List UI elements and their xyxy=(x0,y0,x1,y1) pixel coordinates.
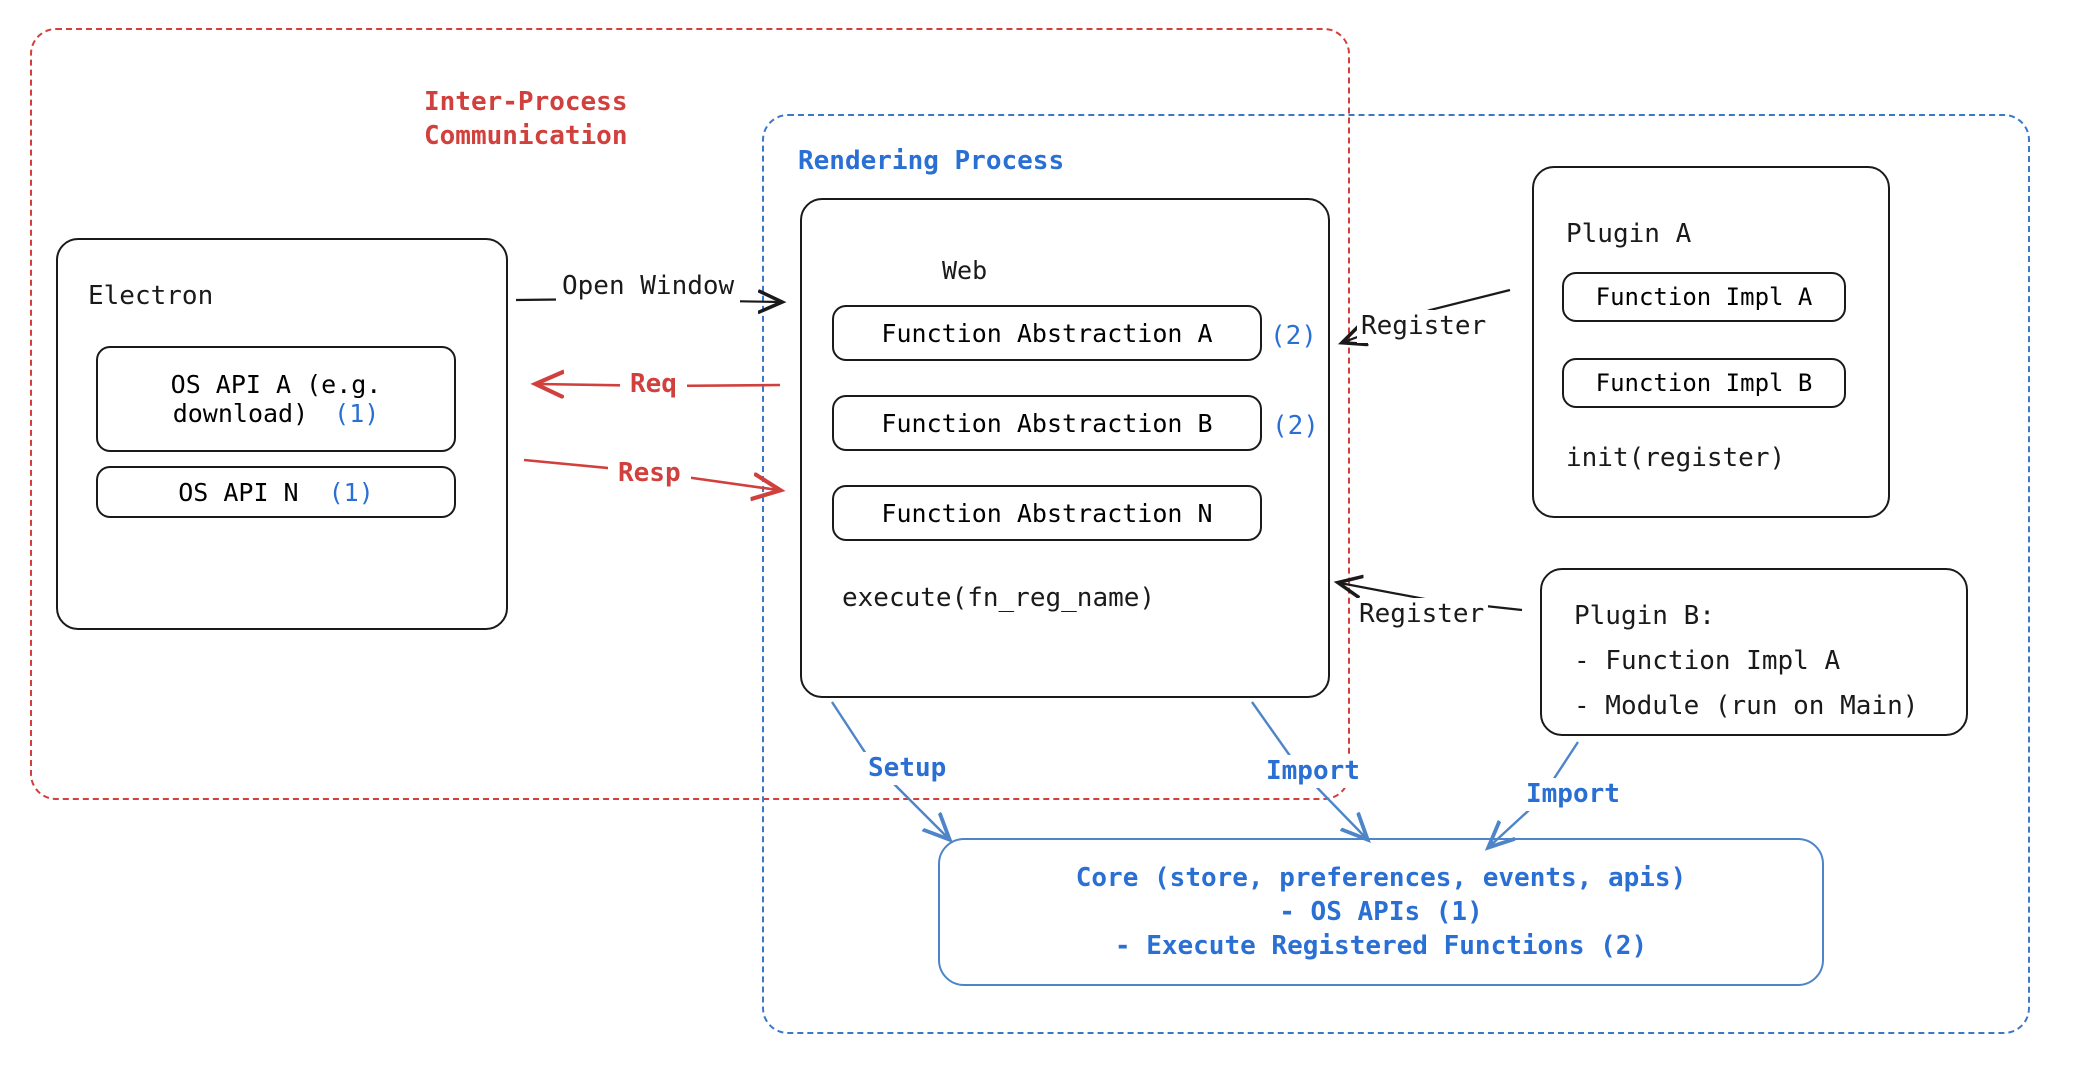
core-line-3: - Execute Registered Functions (2) xyxy=(1114,931,1648,962)
plugin-a-init-label: init(register) xyxy=(1566,443,1786,473)
function-abstraction-n-box[interactable]: Function Abstraction N xyxy=(832,485,1262,541)
plugin-b-box xyxy=(1540,568,1968,736)
electron-box xyxy=(56,238,508,630)
function-abstraction-b-box[interactable]: Function Abstraction B xyxy=(832,395,1262,451)
web-box xyxy=(800,198,1330,698)
function-abstraction-a-label: Function Abstraction A xyxy=(881,318,1213,348)
os-api-n-box[interactable]: OS API N (1) xyxy=(96,466,456,518)
plugin-a-impl-a-box[interactable]: Function Impl A xyxy=(1562,272,1846,322)
plugin-b-item-1: - Module (run on Main) xyxy=(1574,691,1919,721)
os-api-a-line2: download) xyxy=(172,399,309,428)
edge-label-register-plugin-a: Register xyxy=(1357,310,1491,343)
os-api-n-label: OS API N xyxy=(178,477,299,507)
os-api-a-line1: OS API A (e.g. xyxy=(170,370,382,399)
core-line-1: Core (store, preferences, events, apis) xyxy=(1075,862,1687,893)
function-abstraction-b-badge: (2) xyxy=(1272,411,1319,441)
edge-label-setup: Setup xyxy=(862,752,953,785)
function-abstraction-n-label: Function Abstraction N xyxy=(881,498,1213,528)
electron-title: Electron xyxy=(88,281,214,311)
plugin-a-impl-b-box[interactable]: Function Impl B xyxy=(1562,358,1846,408)
ipc-region-label-line2: Communication xyxy=(424,121,628,151)
plugin-b-item-0: - Function Impl A xyxy=(1574,646,1841,676)
rendering-process-label: Rendering Process xyxy=(798,146,1065,176)
web-title: Web xyxy=(942,256,988,285)
region-inter-process-communication xyxy=(30,28,1350,800)
edge-label-resp: Resp xyxy=(608,457,691,490)
os-api-a-badge: (1) xyxy=(334,399,380,428)
edge-label-import-web: Import xyxy=(1260,755,1366,788)
plugin-a-impl-a-label: Function Impl A xyxy=(1595,283,1813,311)
plugin-b-title: Plugin B: xyxy=(1574,601,1715,631)
edge-label-open-window: Open Window xyxy=(556,270,741,303)
plugin-a-box xyxy=(1532,166,1890,518)
edge-label-req: Req xyxy=(620,368,687,401)
ipc-region-label-line1: Inter-Process xyxy=(424,87,628,117)
core-box: Core (store, preferences, events, apis) … xyxy=(938,838,1824,986)
plugin-a-impl-b-label: Function Impl B xyxy=(1595,369,1813,397)
edge-label-import-plugin-b: Import xyxy=(1520,778,1626,811)
plugin-a-title: Plugin A xyxy=(1566,219,1692,249)
function-abstraction-b-label: Function Abstraction B xyxy=(881,408,1213,438)
os-api-n-badge: (1) xyxy=(328,477,374,507)
function-abstraction-a-box[interactable]: Function Abstraction A xyxy=(832,305,1262,361)
region-rendering-process xyxy=(762,114,2030,1034)
function-abstraction-a-badge: (2) xyxy=(1270,321,1317,351)
web-execute-label: execute(fn_reg_name) xyxy=(842,583,1156,613)
os-api-a-box[interactable]: OS API A (e.g. download) (1) xyxy=(96,346,456,452)
edge-label-register-plugin-b: Register xyxy=(1355,598,1489,631)
core-line-2: - OS APIs (1) xyxy=(1279,896,1483,927)
